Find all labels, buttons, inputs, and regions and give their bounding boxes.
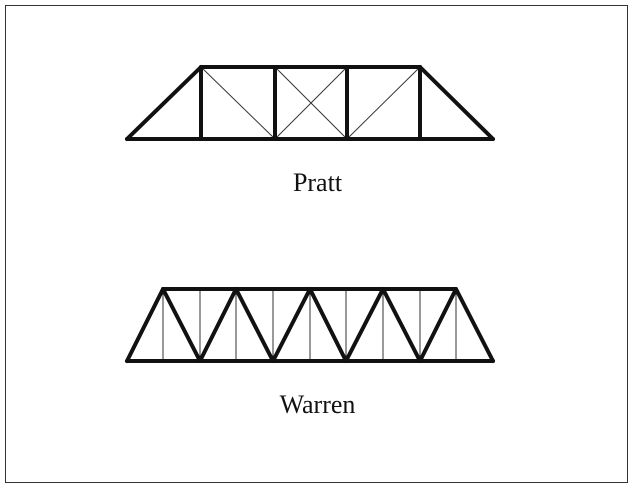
pratt-end-post-left <box>125 65 203 141</box>
warren-diagonals <box>125 287 495 363</box>
pratt-truss <box>125 65 495 141</box>
pratt-end-post-right <box>418 65 495 141</box>
pratt-label: Pratt <box>292 168 343 197</box>
diagram-frame <box>5 5 628 483</box>
pratt-diagonal <box>346 66 421 140</box>
pratt-diagonal <box>200 66 276 140</box>
warren-label: Warren <box>279 390 356 419</box>
pratt-diagonal <box>274 66 348 140</box>
warren-truss <box>125 287 495 363</box>
